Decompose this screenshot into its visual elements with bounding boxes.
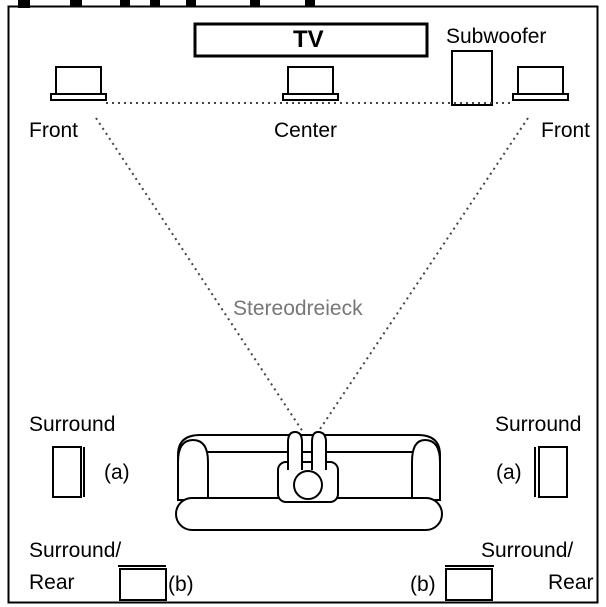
surround-right-label: Surround — [495, 413, 582, 436]
rear-right-variant-label: (b) — [410, 573, 436, 596]
surround-right-speaker-icon — [534, 446, 568, 498]
triangle-left-line — [95, 117, 304, 433]
rear-right-speaker-icon — [445, 565, 494, 601]
front-left-label: Front — [29, 119, 79, 142]
center-speaker-icon — [282, 66, 339, 101]
rear-left-label-line2: Rear — [29, 571, 75, 594]
stereo-triangle-label: Stereodreieck — [233, 297, 363, 320]
front-right-label: Front — [541, 119, 591, 142]
cropped-title-fragment — [18, 0, 315, 8]
center-label: Center — [274, 119, 338, 142]
rear-left-speaker-icon — [118, 565, 167, 601]
surround-right-variant-label: (a) — [496, 461, 522, 484]
rear-left-variant-label: (b) — [168, 573, 194, 596]
room-border — [7, 5, 599, 604]
front-right-speaker-icon — [512, 66, 569, 101]
tv-box — [193, 22, 429, 58]
rear-left-label-line1: Surround/ — [29, 539, 122, 562]
surround-left-speaker-icon — [52, 446, 85, 498]
subwoofer-box — [451, 50, 493, 106]
rear-right-label-line2: Rear — [548, 571, 594, 594]
listener-icon — [277, 430, 339, 503]
front-left-speaker-icon — [50, 66, 107, 101]
tv-label: TV — [293, 26, 324, 53]
rear-right-label-line1: Surround/ — [481, 539, 574, 562]
triangle-right-line — [317, 117, 529, 433]
surround-left-label: Surround — [29, 413, 116, 436]
surround-left-variant-label: (a) — [104, 461, 130, 484]
subwoofer-label: Subwoofer — [446, 25, 547, 48]
